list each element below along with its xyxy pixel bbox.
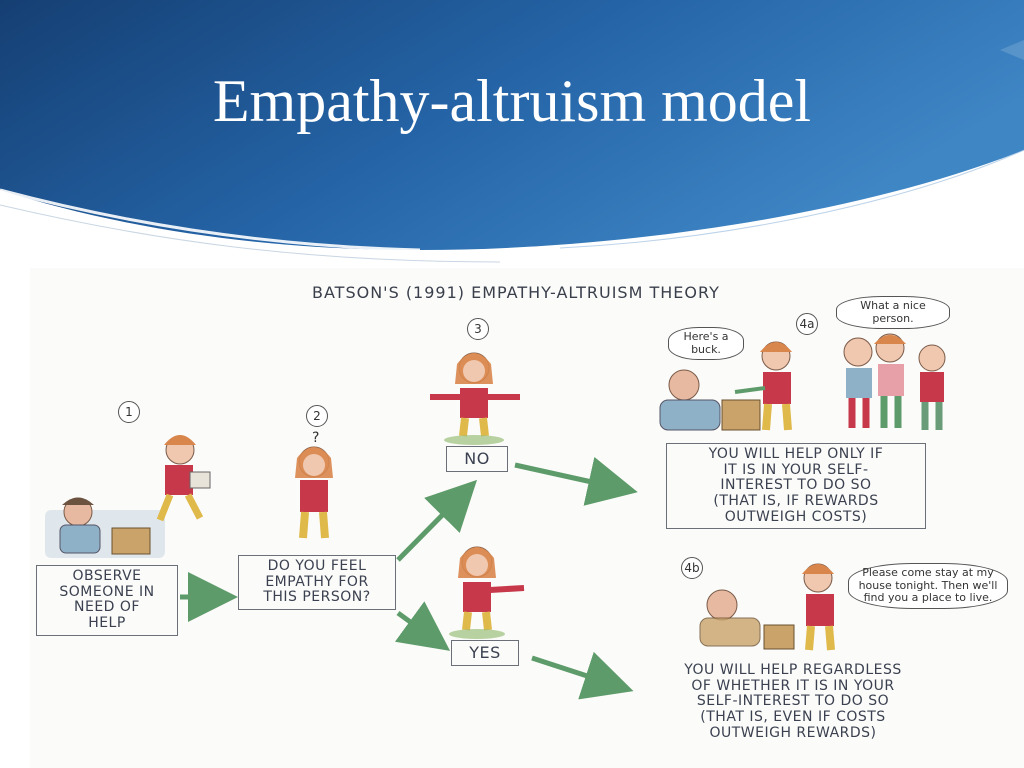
scene-3-illustration xyxy=(430,352,520,445)
svg-text:?: ? xyxy=(312,430,319,446)
scene-1-illustration xyxy=(45,435,211,558)
step-3-number: 3 xyxy=(467,318,489,340)
step-4a-number: 4a xyxy=(796,313,818,335)
step-1-number: 1 xyxy=(118,401,140,423)
step-2-number: 2 xyxy=(306,405,328,427)
speech-bubble-please-stay: Please come stay at my house tonight. Th… xyxy=(848,563,1008,609)
no-box: NO xyxy=(446,446,508,472)
outcome-yes-text: YOU WILL HELP REGARDLESS OF WHETHER IT I… xyxy=(684,662,902,741)
yes-person-illustration xyxy=(449,546,525,639)
slide-header-banner xyxy=(0,0,1024,263)
speech-bubble-nice-person: What a nice person. xyxy=(836,296,950,330)
diagram-title: BATSON'S (1991) EMPATHY-ALTRUISM THEORY xyxy=(312,283,720,302)
speech-bubble-heres-a-buck: Here's a buck. xyxy=(668,327,744,361)
slide-title: Empathy-altruism model xyxy=(212,68,812,134)
step-4b-number: 4b xyxy=(681,557,703,579)
empathy-question-box: DO YOU FEEL EMPATHY FOR THIS PERSON? xyxy=(238,555,396,611)
observe-box: OBSERVE SOMEONE IN NEED OF HELP xyxy=(36,565,178,636)
yes-box: YES xyxy=(451,640,519,666)
scene-4b-illustration xyxy=(699,563,835,651)
scene-4a-illustration xyxy=(659,333,946,431)
scene-2-illustration: ? xyxy=(295,430,333,539)
outcome-no-box: YOU WILL HELP ONLY IF IT IS IN YOUR SELF… xyxy=(666,443,926,530)
flow-arrows xyxy=(180,456,638,700)
